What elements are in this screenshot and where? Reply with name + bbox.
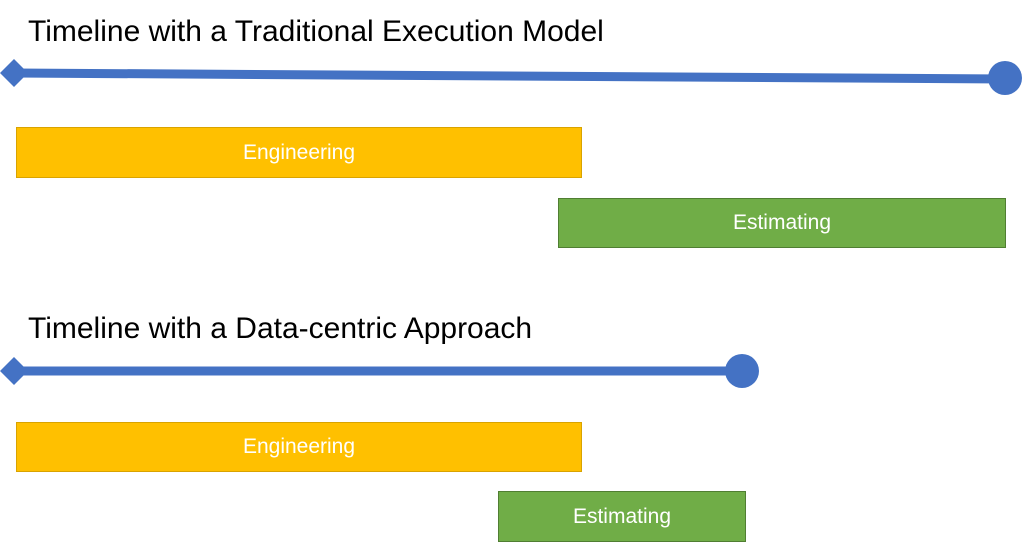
traditional-engineering-bar: Engineering [16, 127, 582, 178]
data-centric-timeline-title: Timeline with a Data-centric Approach [28, 312, 533, 345]
data-centric-timeline-start-diamond [0, 357, 28, 385]
traditional-timeline [0, 59, 1022, 95]
data-centric-engineering-label: Engineering [242, 435, 356, 458]
traditional-timeline-end-circle [988, 61, 1022, 95]
traditional-estimating-label: Estimating [732, 211, 832, 234]
traditional-estimating-bar: Estimating [558, 198, 1006, 248]
data-centric-timeline [0, 354, 759, 388]
data-centric-estimating-bar: Estimating [498, 491, 746, 542]
data-centric-timeline-end-circle [725, 354, 759, 388]
traditional-timeline-line [9, 68, 1010, 84]
traditional-engineering-label: Engineering [242, 140, 356, 164]
traditional-timeline-title: Timeline with a Traditional Execution Mo… [28, 15, 604, 48]
traditional-timeline-start-diamond [0, 59, 28, 87]
data-centric-estimating-label: Estimating [572, 504, 672, 528]
data-centric-engineering-bar: Engineering [16, 422, 582, 472]
